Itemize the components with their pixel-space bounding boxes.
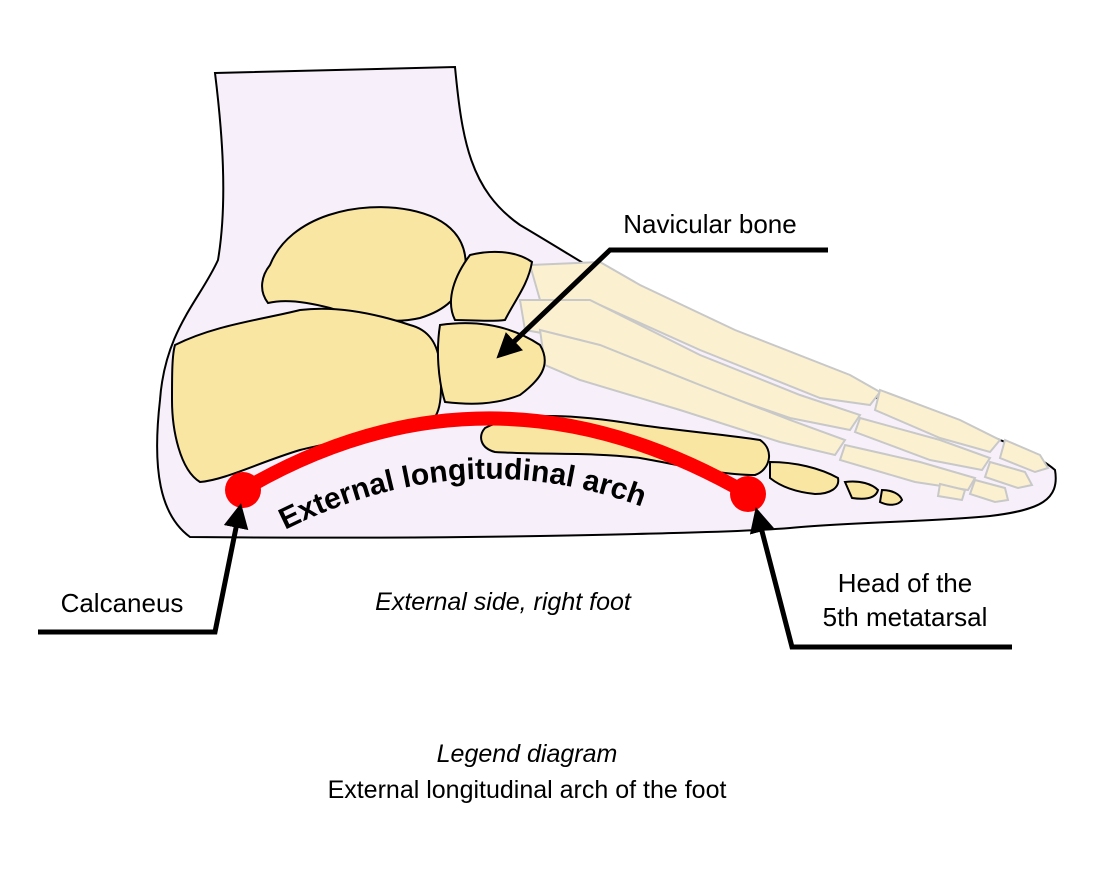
talus xyxy=(261,206,467,322)
arch-curve xyxy=(236,411,755,501)
metatarsal-point xyxy=(730,476,766,512)
metatarsal-leader xyxy=(749,507,1012,650)
caption-subtitle: External longitudinal arch of the foot xyxy=(328,776,727,804)
metatarsal-label-line2: 5th metatarsal xyxy=(823,602,988,632)
metatarsal-label-line1: Head of the xyxy=(838,568,972,598)
caption-title: Legend diagram xyxy=(437,740,618,768)
calcaneus-point xyxy=(225,472,261,508)
forefoot-bones xyxy=(518,260,1050,504)
side-label: External side, right foot xyxy=(375,588,632,616)
calcaneus-leader xyxy=(38,503,249,635)
navicular-label: Navicular bone xyxy=(623,209,796,239)
navicular-leader xyxy=(496,247,828,359)
calcaneus-label: Calcaneus xyxy=(61,588,184,618)
navicular xyxy=(450,250,534,322)
leader-lines xyxy=(38,247,1012,650)
